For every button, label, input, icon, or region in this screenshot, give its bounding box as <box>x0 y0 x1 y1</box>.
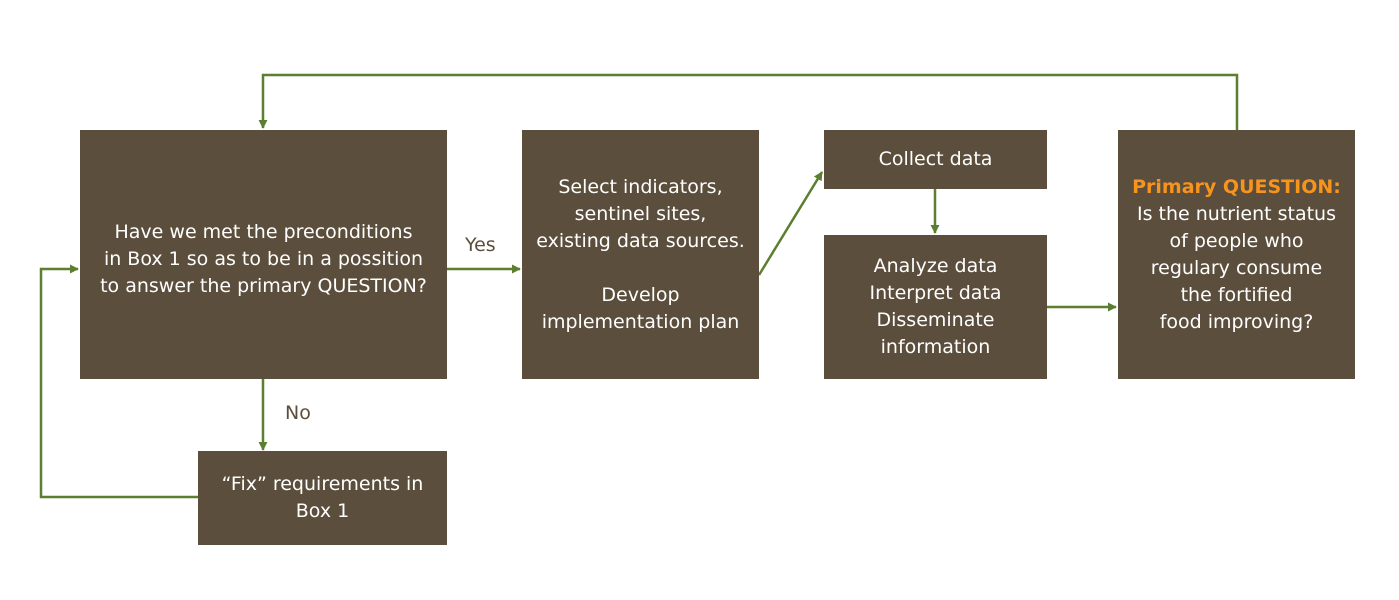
develop-line-1: Develop <box>601 283 680 306</box>
select-line-2: sentinel sites, <box>574 202 707 225</box>
select-line-3: existing data sources. <box>536 229 745 252</box>
fix-line-1: “Fix” requirements in <box>221 473 424 495</box>
no-label: No <box>285 402 311 424</box>
question-line-2: of people who <box>1169 229 1304 252</box>
collect-data-box: Collect data <box>824 130 1047 189</box>
fix-requirements-box: “Fix” requirements in Box 1 <box>198 451 447 545</box>
question-line-5: food improving? <box>1159 310 1314 333</box>
analyze-line-2: Interpret data <box>869 282 1002 304</box>
develop-line-2: implementation plan <box>541 310 740 333</box>
question-line-3: regulary consume <box>1150 256 1323 279</box>
primary-question-heading: Primary QUESTION: <box>1132 175 1341 198</box>
fix-line-2: Box 1 <box>295 500 350 522</box>
analyze-line-4: information <box>880 336 991 358</box>
analyze-line-1: Analyze data <box>873 255 998 277</box>
analyze-line-3: Disseminate <box>876 309 995 331</box>
yes-label: Yes <box>465 234 496 256</box>
select-to-collect-arrow <box>757 171 824 276</box>
feedback-loop-arrow <box>258 73 1239 130</box>
collect-line-1: Collect data <box>878 148 993 170</box>
analyze-data-box: Analyze data Interpret data Disseminate … <box>824 235 1047 379</box>
question-line-4: the fortified <box>1180 283 1293 306</box>
select-indicators-box: Select indicators, sentinel sites, exist… <box>522 130 759 379</box>
preconditions-line-3: to answer the primary QUESTION? <box>100 275 427 297</box>
select-line-1: Select indicators, <box>558 175 723 198</box>
fix-loop-arrow <box>39 264 198 499</box>
preconditions-box: Have we met the preconditions in Box 1 s… <box>80 130 447 379</box>
question-line-1: Is the nutrient status <box>1137 202 1336 225</box>
preconditions-line-2: in Box 1 so as to be in a possition <box>103 248 424 270</box>
primary-question-box: Primary QUESTION: Is the nutrient status… <box>1118 130 1355 379</box>
preconditions-line-1: Have we met the preconditions <box>114 221 413 243</box>
